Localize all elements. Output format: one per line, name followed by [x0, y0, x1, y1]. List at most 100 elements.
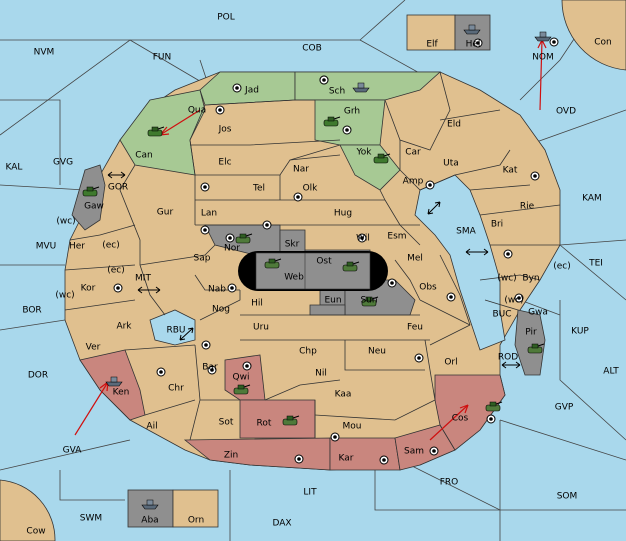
region-Yok[interactable] — [339, 144, 401, 191]
fleet-icon[interactable] — [141, 499, 159, 510]
label-Nog: Nog — [212, 305, 230, 315]
region-Orn[interactable] — [172, 489, 219, 528]
label-Gwa: Gwa — [528, 308, 548, 318]
strait-arrows — [107, 171, 521, 369]
label-KAL: KAL — [6, 163, 23, 173]
supply-center-dot — [360, 236, 364, 240]
label-KUP: KUP — [571, 327, 589, 337]
supply-center-dot — [333, 435, 337, 439]
supply-center-dot — [428, 183, 432, 187]
label-Eld: Eld — [447, 120, 461, 130]
fleet-icon[interactable] — [105, 376, 123, 387]
label-Orl: Orl — [444, 358, 457, 368]
label-Can: Can — [135, 151, 153, 161]
army-icon[interactable] — [233, 384, 251, 395]
supply-center-dot — [476, 41, 480, 45]
army-icon[interactable] — [82, 186, 100, 197]
supply-center-dot — [265, 223, 269, 227]
region-Sun-west — [309, 304, 346, 316]
label-Hil: Hil — [251, 299, 263, 309]
label-Bri: Bri — [491, 220, 503, 230]
label-Grh: Grh — [344, 107, 360, 117]
supply-center-dot — [417, 356, 421, 360]
label-ALT: ALT — [603, 367, 619, 377]
label-Hel: Hel — [466, 40, 481, 50]
label-Sap: Sap — [194, 254, 211, 264]
region-Gaw[interactable] — [71, 164, 106, 231]
label-Rot: Rot — [257, 419, 272, 429]
label-Nab: Nab — [208, 285, 226, 295]
region-Sam[interactable] — [394, 424, 456, 471]
fleet-icon[interactable] — [352, 82, 370, 93]
label-Ken: Ken — [113, 388, 130, 398]
label-NVM: NVM — [34, 48, 55, 58]
label-Nor: Nor — [224, 244, 240, 254]
supply-center-dot — [230, 286, 234, 290]
supply-center-dot — [296, 195, 300, 199]
label-KAM: KAM — [582, 194, 602, 204]
army-icon[interactable] — [147, 126, 165, 137]
label-Bar: Bar — [202, 363, 218, 373]
impassable-region — [238, 251, 388, 291]
coast-tag: (wc) — [56, 217, 75, 227]
label-Elc: Elc — [218, 158, 231, 168]
label-Nil: Nil — [315, 369, 327, 379]
army-icon[interactable] — [342, 261, 360, 272]
land-borders — [64, 71, 561, 441]
label-Obs: Obs — [419, 283, 437, 293]
supply-center-dot — [382, 458, 386, 462]
label-BOR: BOR — [22, 306, 41, 316]
army-icon[interactable] — [264, 258, 282, 269]
label-Byn: Byn — [522, 274, 539, 284]
label-FUN: FUN — [153, 53, 172, 63]
label-Kor: Kor — [81, 284, 96, 294]
region-Pir[interactable] — [514, 309, 546, 376]
region-Zin[interactable] — [183, 437, 331, 471]
label-Skr: Skr — [285, 240, 300, 250]
army-icon[interactable] — [373, 153, 391, 164]
army-icon[interactable] — [527, 343, 545, 354]
supply-center-dot — [506, 252, 510, 256]
army-icon[interactable] — [361, 296, 379, 307]
supply-center-dot — [203, 228, 207, 232]
land-labels: Jad Sch Qua Grh Can Jos Eld Yok Car Elc … — [69, 40, 548, 526]
label-Sch: Sch — [329, 87, 345, 97]
supply-center-dot — [489, 417, 493, 421]
supply-center-dot — [390, 281, 394, 285]
label-Kat: Kat — [503, 166, 518, 176]
label-Pir: Pir — [525, 328, 537, 338]
army-icon[interactable] — [323, 116, 341, 127]
region-Cow[interactable] — [0, 479, 56, 541]
label-Tel: Tel — [252, 184, 265, 194]
label-Gaw: Gaw — [84, 202, 104, 212]
fleet-icon[interactable] — [463, 24, 481, 35]
supply-centers — [113, 37, 559, 465]
label-Eun: Eun — [324, 296, 341, 306]
supply-center-dot — [297, 457, 301, 461]
region-Con[interactable] — [561, 0, 626, 71]
label-DOR: DOR — [28, 371, 48, 381]
label-Neu: Neu — [368, 347, 386, 357]
label-Nar: Nar — [293, 165, 309, 175]
region-Sch[interactable] — [294, 71, 442, 101]
fleet-icon[interactable] — [534, 31, 552, 42]
region-Cos[interactable] — [434, 374, 506, 451]
label-Ail: Ail — [146, 422, 157, 432]
label-Rie: Rie — [520, 202, 535, 212]
supply-center-dot — [345, 128, 349, 132]
army-icon[interactable] — [485, 401, 503, 412]
region-Rot[interactable] — [239, 399, 316, 439]
sea-labels: POL NVM FUN COB Con NOM OVD KAL GVG GOR … — [6, 13, 620, 537]
army-icon[interactable] — [282, 415, 300, 426]
label-Qwi: Qwi — [233, 373, 250, 383]
label-Aba: Aba — [141, 516, 158, 526]
label-MIT: MIT — [135, 274, 151, 284]
supply-center-dot — [517, 296, 521, 300]
label-Hug: Hug — [334, 209, 352, 219]
label-Ost: Ost — [316, 257, 332, 267]
army-icon[interactable] — [235, 233, 253, 244]
label-Elf: Elf — [426, 40, 438, 50]
supply-center-dot — [449, 295, 453, 299]
supply-center-dot — [228, 236, 232, 240]
